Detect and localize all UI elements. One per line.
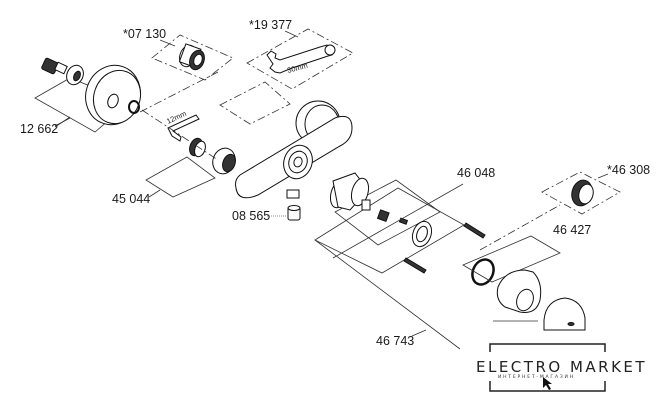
retaining-ring: [411, 220, 433, 248]
handle-cap: [543, 297, 586, 331]
kit-box-19377: [246, 28, 354, 90]
kit-box-07130: [151, 34, 234, 81]
adapter-nut: [178, 43, 205, 71]
callout-46048: 46 048: [457, 166, 495, 180]
callout-19377: *19 377: [249, 18, 292, 32]
hex-nut: [212, 147, 236, 175]
spindle-adapter: [376, 209, 390, 223]
callout-08565: 08 565: [232, 209, 270, 223]
aerator: [287, 205, 301, 221]
bracket-46427: [462, 235, 561, 283]
s-union-connector: [41, 57, 84, 86]
temperature-stop: [571, 179, 594, 207]
allen-key: [167, 114, 200, 142]
part-group-12662: [34, 57, 142, 133]
thermostatic-cartridge: [329, 172, 371, 211]
logo-subtitle: ИНТЕРНЕТ-МАГАЗИН: [498, 374, 575, 380]
electro-market-logo: ELECTRO MARKET ИНТЕРНЕТ-МАГАЗИН: [476, 343, 647, 392]
callout-12662: 12 662: [20, 122, 58, 136]
washer: [128, 100, 140, 114]
escutcheon-disc: [85, 64, 142, 126]
kit-box-46308: [541, 171, 621, 215]
handle-sleeve: [496, 269, 542, 313]
bracket-45044: [145, 156, 216, 198]
fixing-screws: [403, 222, 486, 274]
callout-46427: 46 427: [553, 223, 591, 237]
o-ring: [471, 258, 495, 286]
guide-body-left: [219, 81, 291, 125]
mixer-body: [235, 100, 353, 199]
callout-46308: *46 308: [607, 163, 650, 177]
callout-45044: 45 044: [112, 192, 150, 206]
callout-07130: *07 130: [123, 27, 166, 41]
cursor-icon: [543, 377, 552, 390]
callout-46743: 46 743: [376, 334, 414, 348]
check-valve: [189, 137, 206, 158]
wrench-tool: [266, 44, 336, 74]
logo-title: ELECTRO MARKET: [476, 358, 647, 376]
bracket-46048: [334, 179, 441, 246]
